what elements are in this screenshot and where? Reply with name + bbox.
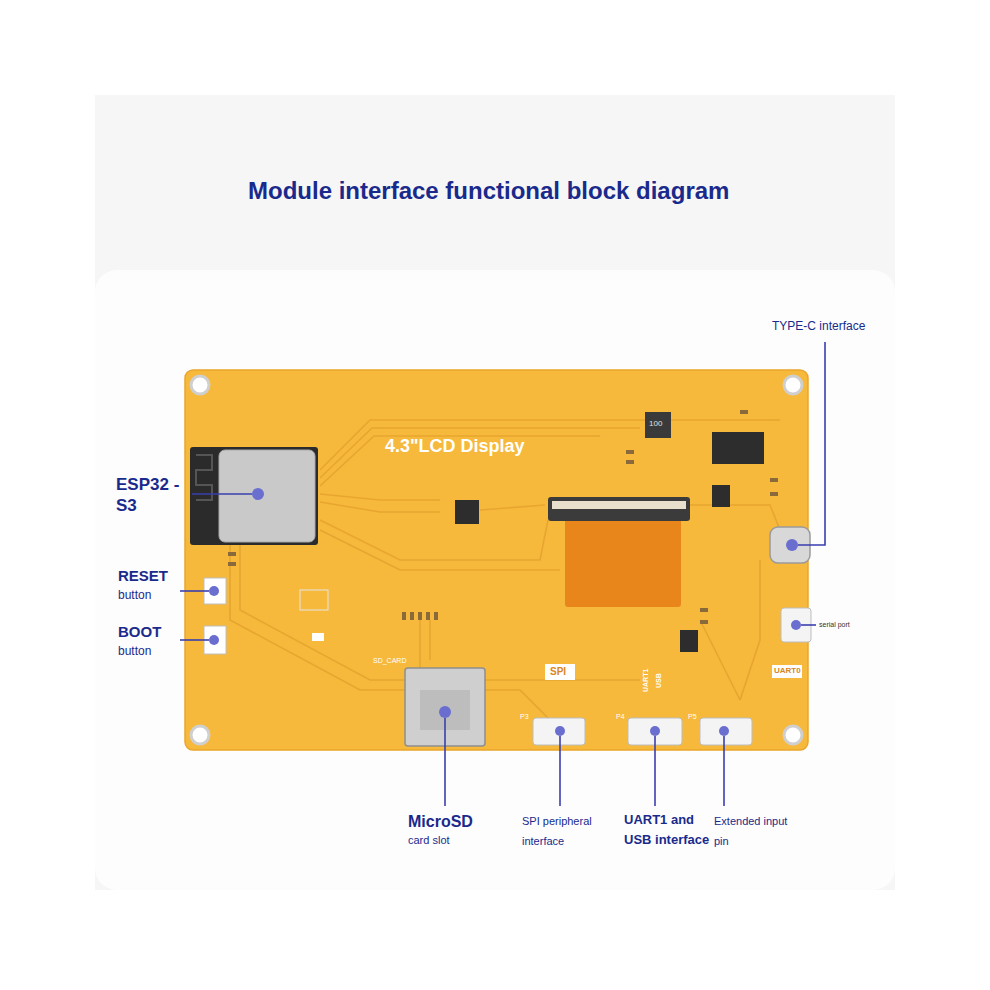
trace	[480, 505, 545, 510]
callout-dot	[650, 726, 660, 736]
callout-label: TYPE-C interface	[772, 319, 865, 333]
silk-pad	[312, 633, 324, 641]
fpc-ribbon	[565, 515, 681, 607]
callout-label: RESET	[118, 567, 168, 585]
connector-label: P4	[616, 713, 625, 721]
resistor	[402, 612, 406, 620]
trace	[419, 620, 421, 670]
silkscreen-label: UART0	[774, 666, 801, 676]
trace	[320, 520, 548, 560]
callout-label: ESP32 -S3	[116, 474, 186, 517]
resistor	[410, 612, 414, 620]
trace	[690, 505, 780, 530]
capacitor	[700, 620, 708, 624]
trace	[320, 494, 440, 500]
callout-sublabel: button	[118, 644, 151, 658]
component-outline	[300, 590, 328, 610]
resistor	[626, 460, 634, 464]
trace	[320, 436, 600, 486]
leader-line	[192, 493, 252, 495]
silkscreen-label: SPI	[550, 666, 566, 678]
board-silkscreen: 4.3"LCD Display	[385, 436, 525, 458]
pcb-board	[185, 370, 808, 750]
leader-line	[180, 590, 209, 592]
part-marking: 100	[649, 419, 662, 429]
callout-sublabel: card slot	[408, 834, 450, 847]
silk-box	[772, 665, 802, 678]
mounting-hole	[191, 376, 209, 394]
leader-lines	[180, 342, 825, 806]
callout-dot	[209, 586, 219, 596]
mounting-hole	[784, 376, 802, 394]
callout-label: Extended input pin	[714, 812, 796, 852]
header-connector	[700, 718, 752, 745]
regulator	[680, 630, 698, 652]
resistor	[418, 612, 422, 620]
module-shield	[219, 450, 315, 542]
capacitor	[770, 492, 778, 496]
mounting-hole	[191, 726, 209, 744]
callout-label: serial port	[819, 621, 850, 629]
leader-line	[444, 718, 446, 806]
callout-dot	[439, 706, 451, 718]
trace	[320, 502, 440, 512]
passives	[228, 410, 778, 624]
leader-line	[723, 736, 725, 806]
trace	[700, 620, 740, 700]
capacitor	[700, 608, 708, 612]
fpc-latch	[552, 501, 686, 509]
ic-chip	[712, 432, 764, 464]
connector-label: P5	[688, 713, 697, 721]
resistor	[434, 612, 438, 620]
capacitor	[228, 552, 236, 556]
callout-dot	[719, 726, 729, 736]
trace	[740, 560, 760, 700]
inductor	[645, 412, 671, 438]
header-connector	[533, 718, 585, 745]
callout-dot	[786, 539, 798, 551]
connector-label: P3	[520, 713, 529, 721]
callout-label: SPI peripheral interface	[522, 812, 602, 852]
mounting-holes	[191, 376, 802, 744]
capacitor	[228, 562, 236, 566]
trace	[230, 545, 550, 720]
capacitor	[740, 410, 748, 414]
leader-line	[801, 624, 816, 626]
silkscreen-label: SD_CARD	[373, 657, 406, 665]
esp32-module	[190, 447, 318, 545]
resistor	[626, 450, 634, 454]
leader-line	[654, 736, 656, 806]
leader-line	[559, 736, 561, 806]
inner-panel	[95, 270, 895, 890]
resistor	[426, 612, 430, 620]
ic-chip	[455, 500, 479, 524]
callout-dot	[791, 620, 801, 630]
diagram-title: Module interface functional block diagra…	[248, 177, 729, 206]
capacitor	[770, 478, 778, 482]
trace	[429, 620, 431, 660]
leader-line	[798, 342, 825, 545]
callout-label: BOOT	[118, 623, 161, 641]
fpc-connector	[548, 497, 690, 521]
outer-panel	[95, 95, 895, 890]
callout-dot	[252, 488, 264, 500]
callout-dots	[209, 488, 801, 736]
mounting-hole	[784, 726, 802, 744]
callout-dot	[555, 726, 565, 736]
leader-line	[180, 639, 209, 641]
callout-label: UART1 and USB interface	[624, 810, 712, 849]
silkscreen-label: UART1	[642, 669, 650, 692]
silk-box	[545, 664, 575, 680]
trace	[320, 530, 560, 570]
callout-label: MicroSD	[408, 812, 473, 831]
callout-dot	[209, 635, 219, 645]
silkscreen-label: USB	[655, 673, 663, 688]
callout-sublabel: button	[118, 588, 151, 602]
regulator	[712, 485, 730, 507]
